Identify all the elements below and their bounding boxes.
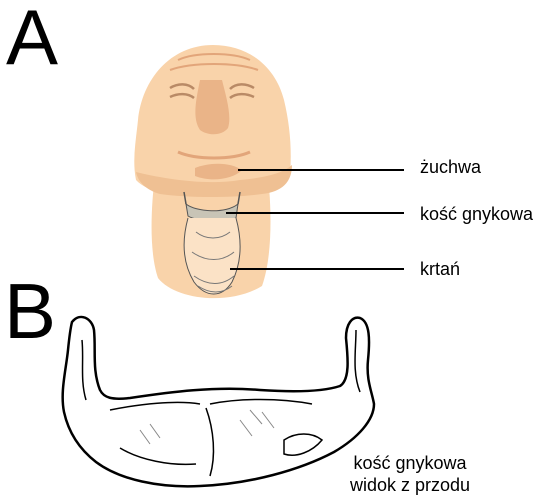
label-mandible: żuchwa (420, 158, 481, 176)
label-hyoid-bone: kość gnykowa (420, 205, 533, 223)
label-larynx: krtań (420, 260, 460, 278)
caption-line-1: kość gnykowa (330, 452, 490, 474)
hyoid-front-view (63, 317, 374, 486)
panel-label-b: B (4, 272, 56, 350)
caption: kość gnykowa widok z przodu (330, 452, 490, 496)
head-illustration (134, 45, 292, 298)
hyoid-bone-front (63, 317, 374, 486)
caption-line-2: widok z przodu (330, 474, 490, 496)
panel-label-a: A (6, 0, 58, 76)
